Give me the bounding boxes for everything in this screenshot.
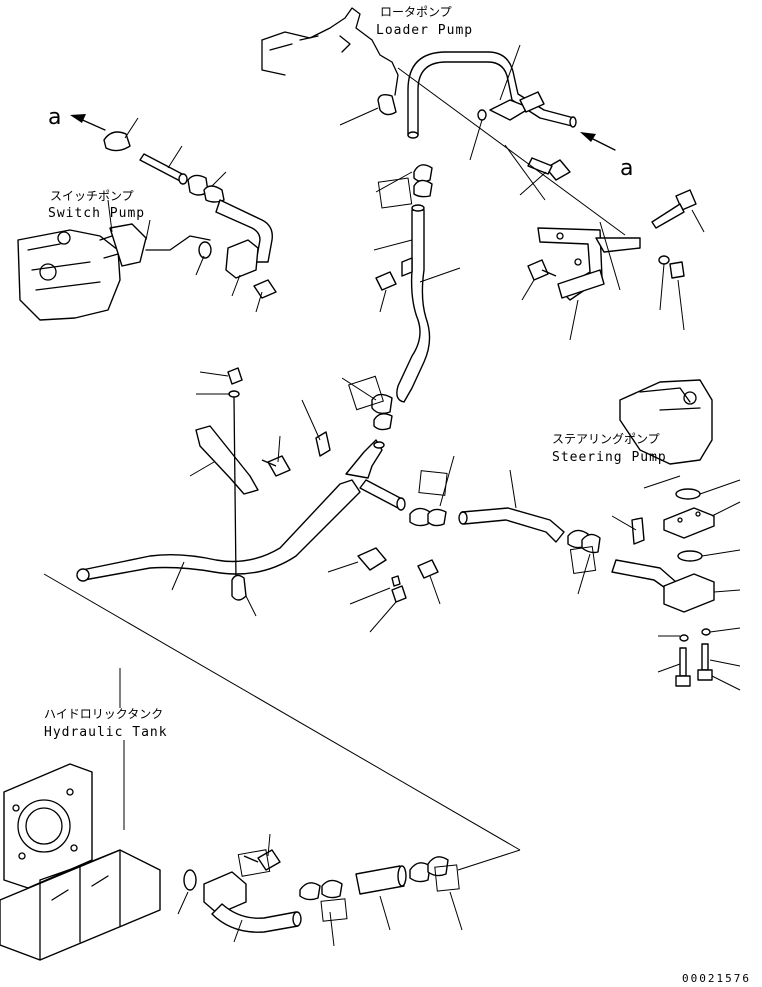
switch-pump-hoses: [103, 131, 277, 299]
hose-clamp-1: [377, 93, 397, 116]
steering-pump-label-jp: ステアリングポンプ: [552, 432, 660, 446]
loader-pump-label-en: Loader Pump: [376, 23, 473, 38]
switch-pump: [17, 223, 211, 321]
loader-pump: [261, 7, 399, 96]
leader-lines-tank: [119, 668, 125, 830]
main-pipe-brackets: [195, 367, 439, 603]
leader-lines-main: [171, 371, 441, 633]
mounting-bracket: [527, 189, 697, 301]
leader-lines-center: [341, 171, 461, 411]
steering-pump-label-en: Steering Pump: [552, 450, 667, 465]
leader-lines-bracket: [521, 209, 705, 341]
leader-lines-steering: [418, 455, 741, 691]
vertical-suction-pipe: [371, 164, 433, 431]
assembly-guide-lines: [43, 573, 521, 871]
loader-pump-label-jp: ロータポンプ: [380, 5, 452, 19]
steering-hose: [409, 488, 715, 687]
steering-pump: [619, 379, 713, 465]
switch-pump-label-en: Switch Pump: [48, 206, 145, 221]
leader-lines-top: [339, 44, 626, 236]
document-number: 00021576: [682, 972, 751, 985]
main-return-pipe: [76, 439, 406, 582]
bolt-1: [527, 157, 571, 181]
hydraulic-tank-label-jp: ハイドロリックタンク: [44, 707, 163, 721]
tank-outlet-parts: [203, 849, 449, 933]
hydraulic-tank-label-en: Hydraulic Tank: [44, 725, 168, 740]
arrow-ref-right-letter: a: [620, 156, 633, 181]
arrow-ref-left: [70, 114, 106, 131]
loader-inlet-pipe: [407, 51, 577, 139]
leader-lines-tank-parts: [177, 833, 463, 947]
arrow-ref-left-letter: a: [48, 105, 61, 130]
leader-lines-switch: [107, 117, 263, 313]
hydraulic-tank: [0, 763, 197, 961]
switch-pump-label-jp: スイッチポンプ: [50, 189, 134, 203]
arrow-ref-right: [580, 132, 616, 151]
